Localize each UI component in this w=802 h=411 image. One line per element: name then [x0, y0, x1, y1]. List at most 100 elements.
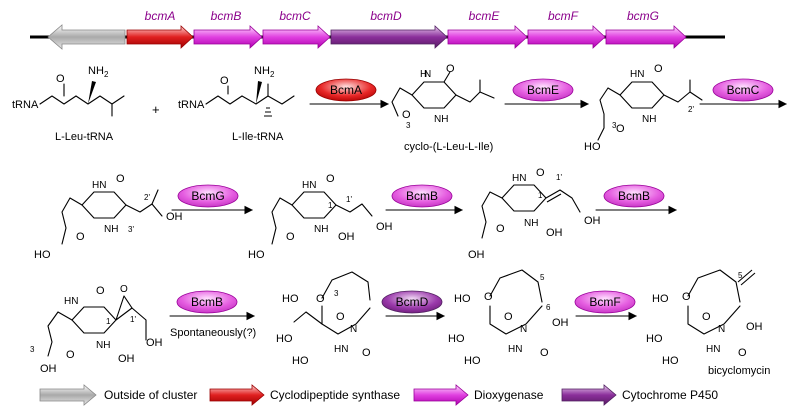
svg-text:O: O — [402, 109, 411, 121]
svg-text:3: 3 — [406, 121, 411, 130]
svg-text:N: N — [520, 324, 527, 335]
compound-5-structure: HN O NH O 1 OH 1' OH OH — [468, 167, 601, 261]
svg-text:O: O — [484, 291, 493, 303]
legend-label-p450: Cytochrome P450 — [622, 388, 718, 402]
svg-text:O: O — [446, 63, 455, 75]
svg-text:O: O — [654, 63, 663, 75]
enzyme-label-step9: BcmF — [589, 295, 620, 309]
svg-text:O: O — [120, 284, 128, 295]
svg-text:NH: NH — [88, 65, 104, 77]
gene-label-bcmA: bcmA — [145, 9, 176, 23]
svg-text:NH: NH — [524, 218, 538, 229]
svg-text:HN: HN — [92, 180, 106, 191]
bicyclomycin-structure: O 5 O N HN O OH HO HO HO bicyclomycin — [646, 269, 770, 377]
legend-outside-arrow — [39, 384, 97, 406]
svg-text:N: N — [718, 324, 725, 335]
enzyme-oval-bcmG — [177, 184, 239, 208]
svg-text:HN: HN — [302, 180, 316, 191]
hydroxy-cyclo-structure: HN O NH O 3 HO 2' — [584, 63, 703, 153]
svg-text:HN: HN — [64, 296, 78, 307]
plus-sign: + — [152, 102, 160, 117]
svg-text:OH: OH — [584, 215, 601, 227]
gene-bcmE-arrow — [447, 25, 528, 49]
bicyclomycin-label: bicyclomycin — [708, 365, 770, 377]
gene-label-bcmB: bcmB — [211, 9, 242, 23]
svg-text:OH: OH — [468, 249, 485, 261]
cyclo-label: cyclo-(L-Leu-L-Ile) — [404, 141, 493, 153]
cyclo-leu-ile-structure: HN O NH O 3 cyclo-(L-Leu-L-Ile) — [391, 63, 495, 153]
gene-label-bcmE: bcmE — [469, 9, 501, 23]
svg-text:OH: OH — [546, 227, 563, 239]
hydroxylated-bicyclic-structure: O 5 6 O N HN O OH HO HO HO — [448, 269, 569, 367]
svg-text:NH: NH — [254, 65, 270, 77]
svg-text:O: O — [702, 311, 711, 323]
gene-bcmC-arrow — [262, 25, 331, 49]
gene-label-bcmC: bcmC — [279, 9, 311, 23]
svg-text:HO: HO — [646, 333, 663, 345]
svg-text:HO: HO — [584, 141, 601, 153]
gene-bcmA-arrow — [126, 25, 194, 49]
svg-text:3: 3 — [30, 345, 35, 354]
enzyme-oval-bcmE — [512, 78, 574, 102]
svg-text:NH: NH — [96, 340, 110, 351]
svg-text:N: N — [424, 69, 431, 80]
gene-bcmD-arrow — [330, 25, 448, 49]
enzyme-label-step5: BcmB — [406, 189, 438, 203]
svg-text:NH: NH — [434, 114, 448, 125]
enzyme-label-step3: BcmC — [727, 83, 760, 97]
svg-text:2': 2' — [688, 105, 694, 114]
svg-text:H: H — [420, 69, 427, 80]
svg-text:2': 2' — [144, 193, 150, 202]
svg-text:O: O — [536, 167, 545, 179]
enzyme-label-step2: BcmE — [527, 83, 559, 97]
enzyme-oval-bcmB-2 — [603, 184, 665, 208]
enzyme-oval-bcmB-1 — [391, 184, 453, 208]
svg-text:5: 5 — [738, 271, 743, 280]
ile-trna-label: L-Ile-tRNA — [232, 131, 284, 143]
bicyclic-intermediate-structure: O 3 O N HN O HO HO HO — [276, 271, 371, 367]
svg-text:HO: HO — [448, 333, 465, 345]
svg-text:HO: HO — [454, 293, 471, 305]
svg-text:OH: OH — [166, 211, 183, 223]
svg-text:O: O — [76, 231, 85, 243]
compound-3-structure: HN O NH O HO OH 2' 3' — [34, 173, 183, 261]
svg-text:1': 1' — [130, 315, 136, 324]
gene-label-bcmG: bcmG — [627, 9, 659, 23]
enzyme-label-step6: BcmB — [618, 189, 650, 203]
svg-text:O: O — [682, 291, 691, 303]
svg-text:O: O — [336, 311, 345, 323]
gene-label-bcmF: bcmF — [548, 9, 579, 23]
legend-label-outside: Outside of cluster — [104, 388, 197, 402]
svg-text:1: 1 — [328, 201, 333, 210]
gene-bcmG-arrow — [605, 25, 687, 49]
svg-text:3: 3 — [612, 121, 617, 130]
svg-text:HO: HO — [464, 355, 481, 367]
enzyme-label-step7: BcmB — [191, 295, 223, 309]
svg-text:2: 2 — [104, 70, 109, 79]
enzyme-oval-bcmC — [712, 78, 774, 102]
svg-text:5: 5 — [540, 273, 545, 282]
svg-text:O: O — [738, 347, 747, 359]
enzyme-oval-bcmB-3 — [176, 290, 238, 314]
svg-text:2: 2 — [270, 70, 275, 79]
svg-text:HO: HO — [292, 355, 309, 367]
svg-text:NH: NH — [642, 114, 656, 125]
svg-text:3: 3 — [334, 289, 339, 298]
gene-label-bcmD: bcmD — [370, 9, 402, 23]
legend-p450-arrow — [561, 384, 617, 406]
svg-text:tRNA: tRNA — [178, 99, 205, 111]
svg-text:O: O — [540, 347, 549, 359]
svg-text:NH: NH — [104, 224, 118, 235]
legend-dioxygenase-arrow — [413, 384, 469, 406]
enzyme-oval-bcmF — [574, 290, 636, 314]
svg-text:O: O — [96, 285, 105, 297]
compound-4-structure: HN O NH O 1 HO 1' OH OH — [248, 173, 393, 261]
svg-text:6: 6 — [546, 303, 551, 312]
enzyme-label-step4: BcmG — [191, 189, 224, 203]
svg-text:O: O — [66, 349, 75, 361]
svg-text:O: O — [316, 293, 325, 305]
svg-text:tRNA: tRNA — [12, 99, 39, 111]
enzyme-label-step1: BcmA — [330, 83, 362, 97]
